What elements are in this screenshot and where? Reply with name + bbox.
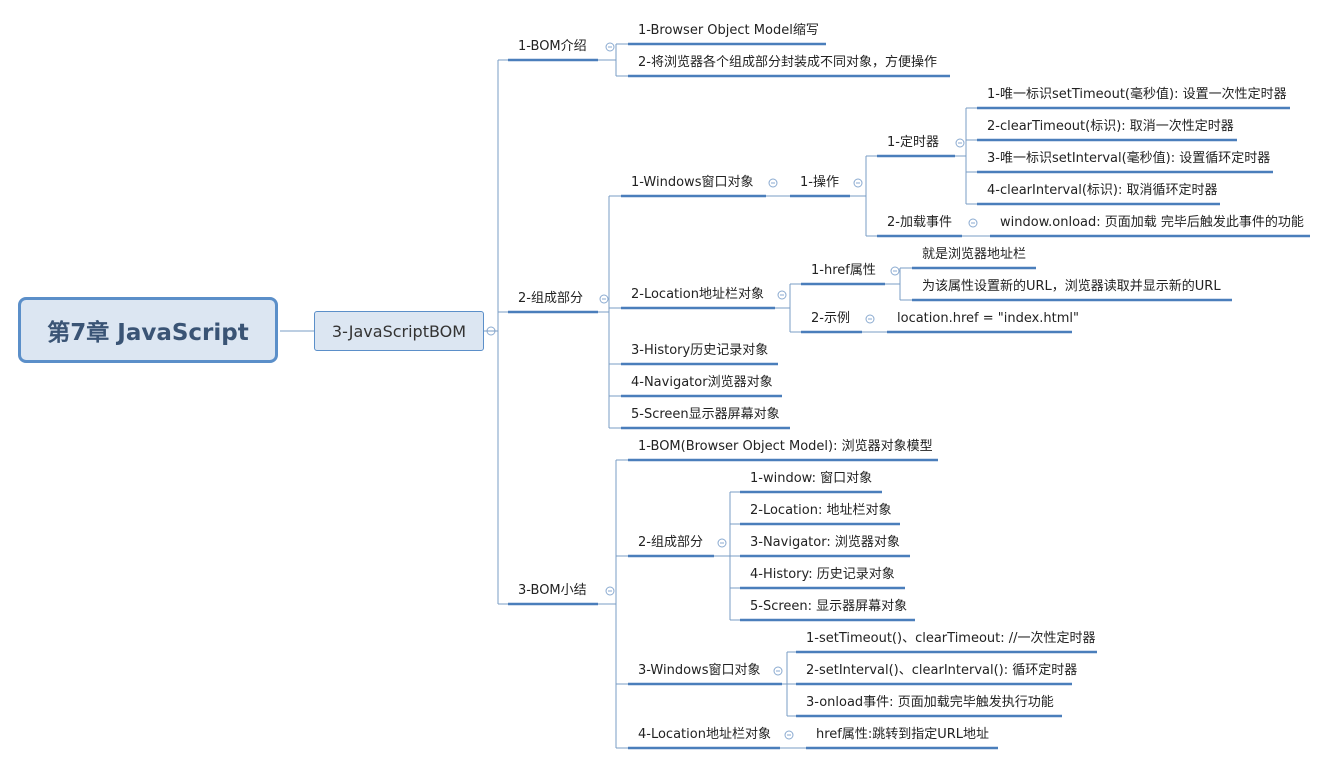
topic-navigator-object[interactable]: 4-Navigator浏览器对象	[631, 375, 773, 390]
example-item[interactable]: location.href = "index.html"	[897, 311, 1080, 326]
topic-example[interactable]: 2-示例	[811, 311, 850, 326]
summary-components[interactable]: 2-组成部分	[638, 535, 703, 550]
summary-part-5[interactable]: 5-Screen: 显示器屏幕对象	[750, 599, 908, 614]
summary-windows[interactable]: 3-Windows窗口对象	[638, 663, 761, 678]
summary-location-item[interactable]: href属性:跳转到指定URL地址	[816, 727, 990, 742]
topic-screen-object[interactable]: 5-Screen显示器屏幕对象	[631, 407, 780, 422]
topic-history-object[interactable]: 3-History历史记录对象	[631, 343, 769, 358]
timer-item-3[interactable]: 3-唯一标识setInterval(毫秒值): 设置循环定时器	[987, 151, 1271, 166]
timer-item-2[interactable]: 2-clearTimeout(标识): 取消一次性定时器	[987, 119, 1234, 134]
topic-components[interactable]: 2-组成部分	[518, 291, 583, 306]
summary-part-2[interactable]: 2-Location: 地址栏对象	[750, 503, 892, 518]
topic-location-object[interactable]: 2-Location地址栏对象	[631, 287, 764, 302]
topic-bom-summary[interactable]: 3-BOM小结	[518, 583, 587, 598]
topic-href-property[interactable]: 1-href属性	[811, 263, 876, 278]
href-item-1[interactable]: 就是浏览器地址栏	[922, 247, 1027, 262]
load-event-item[interactable]: window.onload: 页面加载 完毕后触发此事件的功能	[1000, 215, 1304, 230]
topic-load-event[interactable]: 2-加载事件	[887, 215, 952, 230]
timer-item-1[interactable]: 1-唯一标识setTimeout(毫秒值): 设置一次性定时器	[987, 87, 1287, 102]
summary-location[interactable]: 4-Location地址栏对象	[638, 727, 771, 742]
topic-operations[interactable]: 1-操作	[800, 175, 839, 190]
topic-windows-object[interactable]: 1-Windows窗口对象	[631, 175, 754, 190]
summary-part-3[interactable]: 3-Navigator: 浏览器对象	[750, 535, 900, 550]
intro-item-2[interactable]: 2-将浏览器各个组成部分封装成不同对象，方便操作	[638, 55, 937, 70]
intro-item-1[interactable]: 1-Browser Object Model缩写	[638, 23, 819, 38]
summary-part-1[interactable]: 1-window: 窗口对象	[750, 471, 873, 486]
topic-bom-intro[interactable]: 1-BOM介绍	[518, 39, 587, 54]
summary-bom[interactable]: 1-BOM(Browser Object Model): 浏览器对象模型	[638, 439, 933, 454]
href-item-2[interactable]: 为该属性设置新的URL，浏览器读取并显示新的URL	[922, 279, 1221, 294]
summary-part-4[interactable]: 4-History: 历史记录对象	[750, 567, 895, 582]
summary-windows-item-3[interactable]: 3-onload事件: 页面加载完毕触发执行功能	[806, 695, 1054, 710]
root-topic[interactable]: 第7章 JavaScript	[18, 297, 278, 363]
main-topic[interactable]: 3-JavaScriptBOM	[314, 311, 484, 351]
summary-windows-item-2[interactable]: 2-setInterval()、clearInterval(): 循环定时器	[806, 663, 1078, 678]
summary-windows-item-1[interactable]: 1-setTimeout()、clearTimeout: //一次性定时器	[806, 631, 1096, 646]
topic-timer[interactable]: 1-定时器	[887, 135, 939, 150]
timer-item-4[interactable]: 4-clearInterval(标识): 取消循环定时器	[987, 183, 1218, 198]
